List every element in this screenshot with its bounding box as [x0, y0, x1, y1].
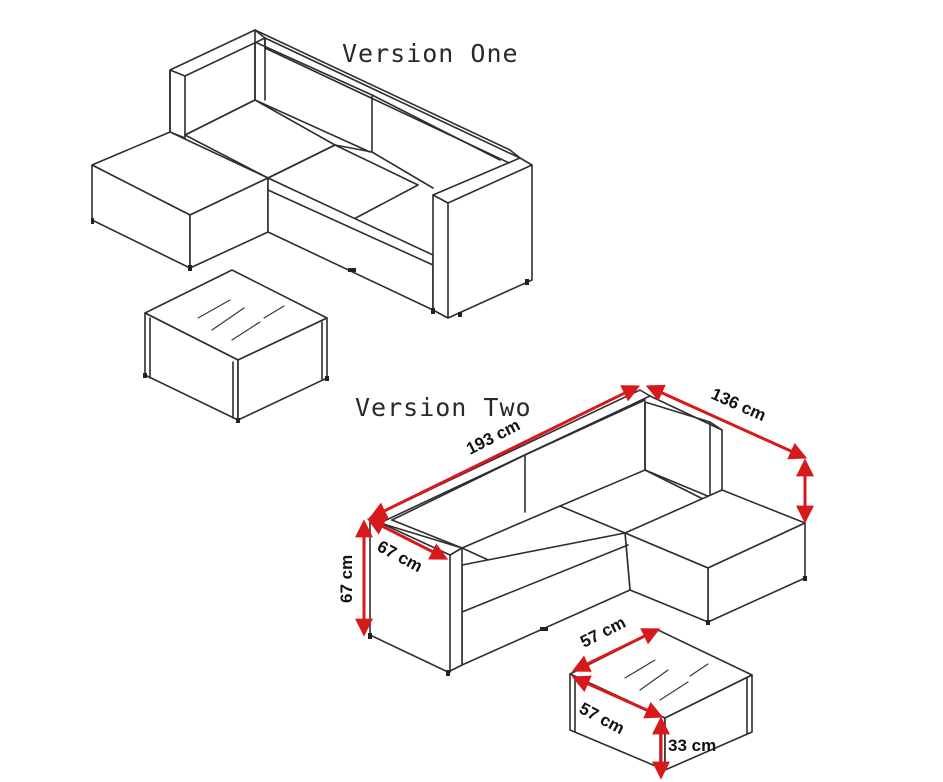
arrow-sofa-length	[368, 385, 641, 519]
version-one-title: Version One	[342, 39, 519, 68]
version-one-table	[143, 269, 329, 423]
version-two-group: Version Two	[337, 384, 814, 780]
version-one-group: Version One	[91, 29, 533, 423]
version-two-title: Version Two	[355, 393, 532, 422]
label-table-width: 57 cm	[577, 613, 629, 652]
arrow-table-width	[571, 628, 661, 672]
dimension-arrows	[355, 384, 814, 780]
label-table-height: 33 cm	[668, 736, 716, 755]
arrow-table-depth	[571, 675, 664, 719]
arrow-depth	[366, 518, 449, 560]
label-height: 67 cm	[337, 555, 356, 603]
arrow-chaise-length	[645, 384, 808, 460]
version-one-sofa	[91, 29, 533, 319]
